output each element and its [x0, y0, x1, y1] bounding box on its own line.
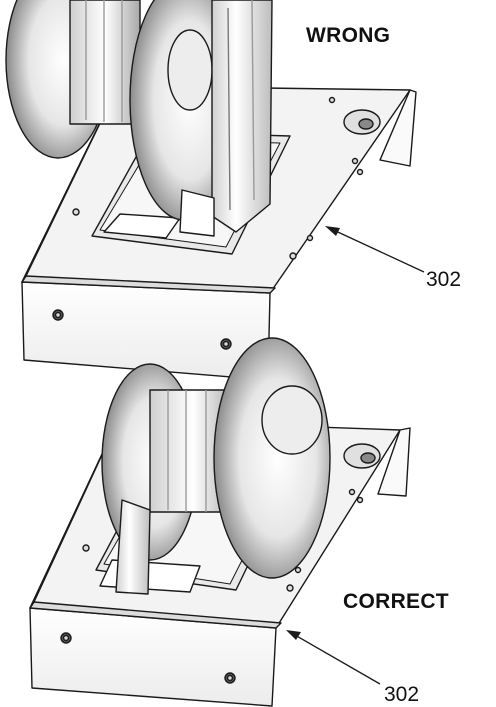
part-number-callout: 302 — [384, 683, 420, 706]
arrowhead — [286, 630, 301, 640]
leader-line — [326, 226, 425, 273]
correct-assembly — [29, 337, 411, 707]
wrong-assembly — [5, 0, 417, 381]
upright-post — [211, 0, 273, 233]
leader-line — [287, 630, 381, 685]
base-plate-right-flange — [377, 427, 411, 497]
wrong-label: WRONG — [306, 24, 391, 47]
correct-label: CORRECT — [343, 590, 449, 613]
arrowhead — [325, 226, 340, 236]
roller — [99, 559, 201, 593]
base-plate-right-flange — [379, 89, 417, 167]
part-number-callout: 302 — [426, 268, 462, 291]
upright-post — [115, 499, 151, 595]
reel-disc-front — [213, 337, 331, 579]
